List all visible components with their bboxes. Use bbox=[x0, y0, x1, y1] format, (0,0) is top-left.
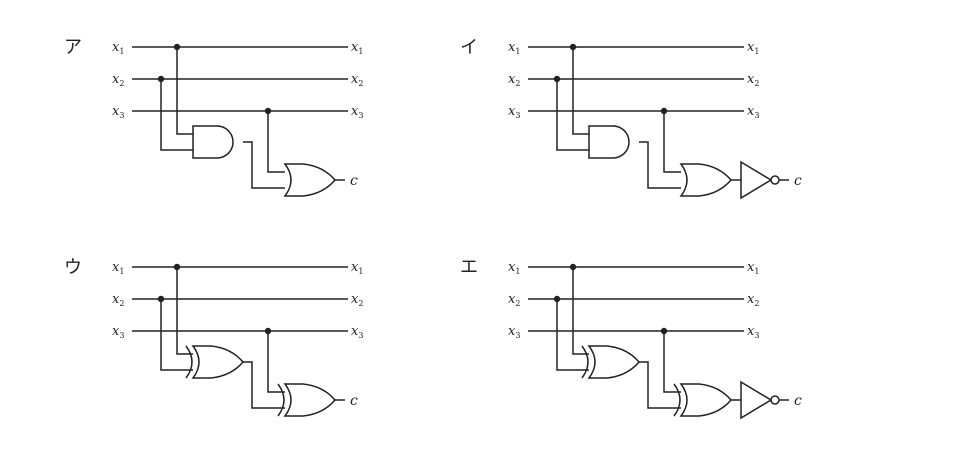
wire-to-gate1 bbox=[160, 299, 193, 371]
gate1-xor bbox=[191, 345, 244, 379]
wire-to-gate2 bbox=[663, 111, 681, 173]
wire-gate1-to-gate2 bbox=[639, 141, 681, 189]
gate1-xor-xor-arc bbox=[581, 345, 589, 379]
input-label-x3: x3 bbox=[112, 104, 124, 120]
input-label-x3: x3 bbox=[508, 104, 520, 120]
wire-to-gate1 bbox=[572, 47, 589, 135]
input-label-x1: x1 bbox=[112, 260, 124, 276]
gate2-xor-xor-arc bbox=[673, 383, 681, 417]
input-label-x2: x2 bbox=[112, 292, 124, 308]
output-label-x2: x2 bbox=[351, 72, 363, 88]
input-label-x2: x2 bbox=[112, 72, 124, 88]
panel-label: エ bbox=[460, 257, 478, 278]
wire-gate1-to-gate2 bbox=[639, 361, 681, 409]
panel-label: ウ bbox=[64, 257, 82, 278]
wire-gate1-to-gate2 bbox=[243, 361, 285, 409]
wire-to-gate1 bbox=[572, 267, 589, 355]
input-label-x3: x3 bbox=[508, 324, 520, 340]
wire-to-gate2 bbox=[663, 331, 681, 393]
panel-label: イ bbox=[460, 37, 478, 58]
not-gate bbox=[740, 160, 773, 200]
gate1-and bbox=[588, 125, 630, 159]
circuit: x1 x1 x2 x2 x3 x3 c bbox=[112, 40, 363, 197]
gate2-xor-xor-arc bbox=[277, 383, 285, 417]
output-label-x2: x2 bbox=[747, 72, 759, 88]
input-label-x1: x1 bbox=[508, 260, 520, 276]
output-label-c: c bbox=[350, 173, 358, 189]
panel-i: イ x1 x1 x2 x2 x3 x3 c bbox=[456, 28, 836, 228]
circuit: x1 x1 x2 x2 x3 x3 c bbox=[112, 260, 363, 417]
gate2-or bbox=[679, 163, 732, 197]
input-label-x3: x3 bbox=[112, 324, 124, 340]
panel-a: ア x1 x1 x2 x2 x3 x3 c bbox=[60, 28, 440, 228]
gate1-xor bbox=[587, 345, 640, 379]
wire-to-gate1 bbox=[176, 47, 193, 135]
inverter-bubble bbox=[770, 395, 780, 405]
output-label-x2: x2 bbox=[351, 292, 363, 308]
input-label-x2: x2 bbox=[508, 292, 520, 308]
panel-u: ウ x1 x1 x2 x2 x3 x3 c bbox=[60, 248, 440, 448]
output-label-x1: x1 bbox=[351, 260, 363, 276]
output-label-x2: x2 bbox=[747, 292, 759, 308]
input-label-x1: x1 bbox=[112, 40, 124, 56]
output-label-x3: x3 bbox=[351, 324, 363, 340]
wire-to-gate2 bbox=[267, 111, 285, 173]
circuit: x1 x1 x2 x2 x3 x3 c bbox=[508, 40, 802, 200]
output-label-x1: x1 bbox=[747, 40, 759, 56]
output-label-c: c bbox=[350, 393, 358, 409]
gate1-xor-xor-arc bbox=[185, 345, 193, 379]
output-label-x3: x3 bbox=[747, 104, 759, 120]
wire-to-gate1 bbox=[556, 79, 589, 151]
output-label-x1: x1 bbox=[351, 40, 363, 56]
input-label-x1: x1 bbox=[508, 40, 520, 56]
circuit: x1 x1 x2 x2 x3 x3 c bbox=[508, 260, 802, 420]
output-label-c: c bbox=[794, 173, 802, 189]
wire-gate1-to-gate2 bbox=[243, 141, 285, 189]
inverter-bubble bbox=[770, 175, 780, 185]
not-gate bbox=[740, 380, 773, 420]
wire-to-gate2 bbox=[267, 331, 285, 393]
wire-to-gate1 bbox=[160, 79, 193, 151]
gate2-xor bbox=[283, 383, 336, 417]
gate2-or bbox=[283, 163, 336, 197]
gate1-and bbox=[192, 125, 234, 159]
gate2-xor bbox=[679, 383, 732, 417]
output-label-c: c bbox=[794, 393, 802, 409]
output-label-x3: x3 bbox=[351, 104, 363, 120]
wire-to-gate1 bbox=[176, 267, 193, 355]
wire-to-gate1 bbox=[556, 299, 589, 371]
input-label-x2: x2 bbox=[508, 72, 520, 88]
output-label-x1: x1 bbox=[747, 260, 759, 276]
panel-label: ア bbox=[64, 37, 82, 58]
panel-e: エ x1 x1 x2 x2 x3 x3 c bbox=[456, 248, 836, 448]
output-label-x3: x3 bbox=[747, 324, 759, 340]
